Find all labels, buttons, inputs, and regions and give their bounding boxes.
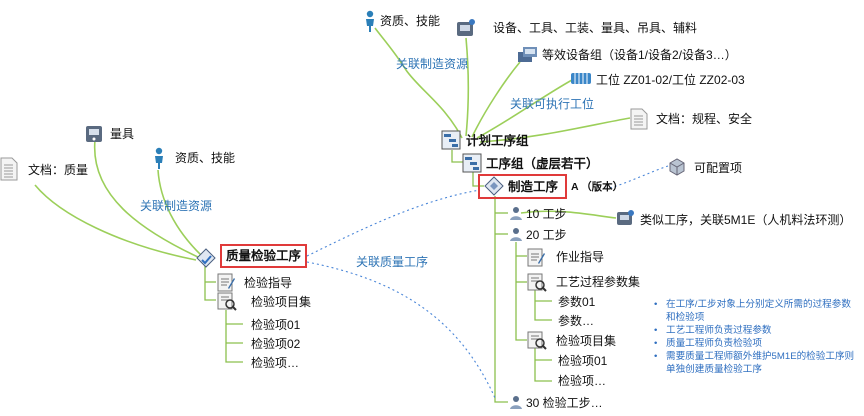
- notes-list: 在工序/工步对象上分别定义所需的过程参数和检验项 工艺工程师负责过程参数 质量工…: [654, 298, 859, 376]
- dotted-quality-to-step30: [306, 261, 496, 399]
- label-link-res-left: 关联制造资源: [140, 199, 213, 213]
- equipment-icon: [457, 19, 475, 36]
- equipment-icon: [617, 210, 634, 225]
- guide-document-icon: [217, 273, 235, 292]
- label-plan-group: 计划工序组: [466, 134, 529, 148]
- inspection-set-icon: [217, 292, 237, 311]
- quality-op-highlight: [220, 244, 307, 268]
- label-equipment: 设备、工具、工装、量具、吊具、辅料: [493, 21, 698, 35]
- guide-document-icon: [527, 248, 545, 267]
- branch-res-skill-top: [374, 27, 463, 139]
- label-param01: 参数01: [558, 295, 596, 309]
- tree-insp-trunk-l: [225, 310, 243, 363]
- tree-mfgop-trunk: [494, 196, 508, 403]
- tree-params-trunk: [534, 290, 552, 321]
- label-insp-set-left: 检验项目集: [251, 295, 312, 309]
- step-icon: [510, 396, 522, 409]
- gauge-tool-icon: [86, 126, 102, 142]
- equipment-group-icon: [518, 47, 537, 62]
- note-item: 需要质量工程师额外维护5M1E的检验工序则单独创建质量检验工序: [654, 350, 859, 376]
- label-step10: 10 工步: [526, 207, 567, 221]
- tree-step20-trunk: [515, 242, 527, 341]
- label-step30: 30 检验工步…: [526, 396, 603, 410]
- label-station: 工位 ZZ01-02/工位 ZZ02-03: [596, 73, 745, 87]
- branch-station: [476, 79, 573, 139]
- branch-equiv-group: [471, 61, 521, 138]
- parameter-set-icon: [527, 273, 547, 292]
- configurable-icon: [669, 158, 685, 176]
- tree-quality-trunk: [204, 263, 216, 301]
- label-link-quality: 关联质量工序: [356, 255, 429, 269]
- label-work-guide: 作业指导: [556, 250, 605, 264]
- branch-similar-op: [520, 210, 617, 219]
- label-equiv-group: 等效设备组（设备1/设备2/设备3…）: [542, 48, 737, 62]
- branch-equipment: [465, 37, 470, 137]
- label-insp-more-right: 检验项…: [558, 374, 607, 388]
- label-insp-guide: 检验指导: [244, 276, 293, 290]
- label-process-params: 工艺过程参数集: [556, 275, 641, 289]
- document-icon: [0, 157, 18, 181]
- label-link-res-top: 关联制造资源: [396, 57, 469, 71]
- note-item: 工艺工程师负责过程参数: [654, 324, 859, 337]
- label-insp02-left: 检验项02: [251, 337, 301, 351]
- inspection-set-icon: [527, 331, 547, 350]
- label-quality-op: 质量检验工序: [226, 249, 302, 263]
- mfg-op-highlight: [478, 174, 567, 199]
- branch-qty-tool: [93, 139, 201, 259]
- label-insp01-right: 检验项01: [558, 354, 608, 368]
- label-mfg-op: 制造工序: [508, 180, 559, 194]
- label-op-group: 工序组（虚层若干）: [486, 157, 599, 171]
- label-similar-op: 类似工序，关联5M1E（人机料法环测）: [640, 213, 852, 227]
- branch-res-skill-left: [157, 169, 203, 257]
- station-icon: [571, 73, 591, 84]
- operation-icon: [484, 176, 504, 196]
- label-param-more: 参数…: [558, 314, 595, 328]
- label-res-skill-top: 资质、技能: [380, 14, 441, 28]
- quality-operation-icon: [196, 248, 216, 268]
- person-icon: [366, 10, 374, 32]
- dotted-quality-to-mfgop: [306, 189, 481, 257]
- label-insp-more-left: 检验项…: [251, 356, 300, 370]
- label-insp01-left: 检验项01: [251, 318, 301, 332]
- note-item: 质量工程师负责检验项: [654, 337, 859, 350]
- label-doc-spec: 文档：规程、安全: [656, 112, 753, 126]
- document-icon: [630, 108, 648, 130]
- label-link-station: 关联可执行工位: [510, 97, 595, 111]
- label-doc-quality: 文档：质量: [28, 163, 89, 177]
- tree-insp-trunk-r: [534, 348, 552, 382]
- tree-plan-to-opgroup: [451, 150, 463, 163]
- branch-doc-quality: [34, 184, 197, 261]
- step-icon: [510, 228, 522, 241]
- label-step20: 20 工步: [526, 228, 567, 242]
- dotted-version-to-config: [609, 165, 669, 189]
- label-qty-tool: 量具: [110, 127, 135, 141]
- process-group-icon: [441, 130, 461, 150]
- tree-opgroup-to-mfgop: [472, 172, 484, 187]
- step-icon: [510, 207, 522, 220]
- process-group-icon: [462, 153, 482, 173]
- label-res-skill-left: 资质、技能: [175, 151, 236, 165]
- label-configurable: 可配置项: [694, 161, 743, 175]
- label-insp-set-right: 检验项目集: [556, 334, 617, 348]
- person-icon: [155, 147, 163, 169]
- label-version: A （版本）: [571, 181, 624, 193]
- note-item: 在工序/工步对象上分别定义所需的过程参数和检验项: [654, 298, 859, 324]
- branch-doc-spec: [479, 117, 631, 143]
